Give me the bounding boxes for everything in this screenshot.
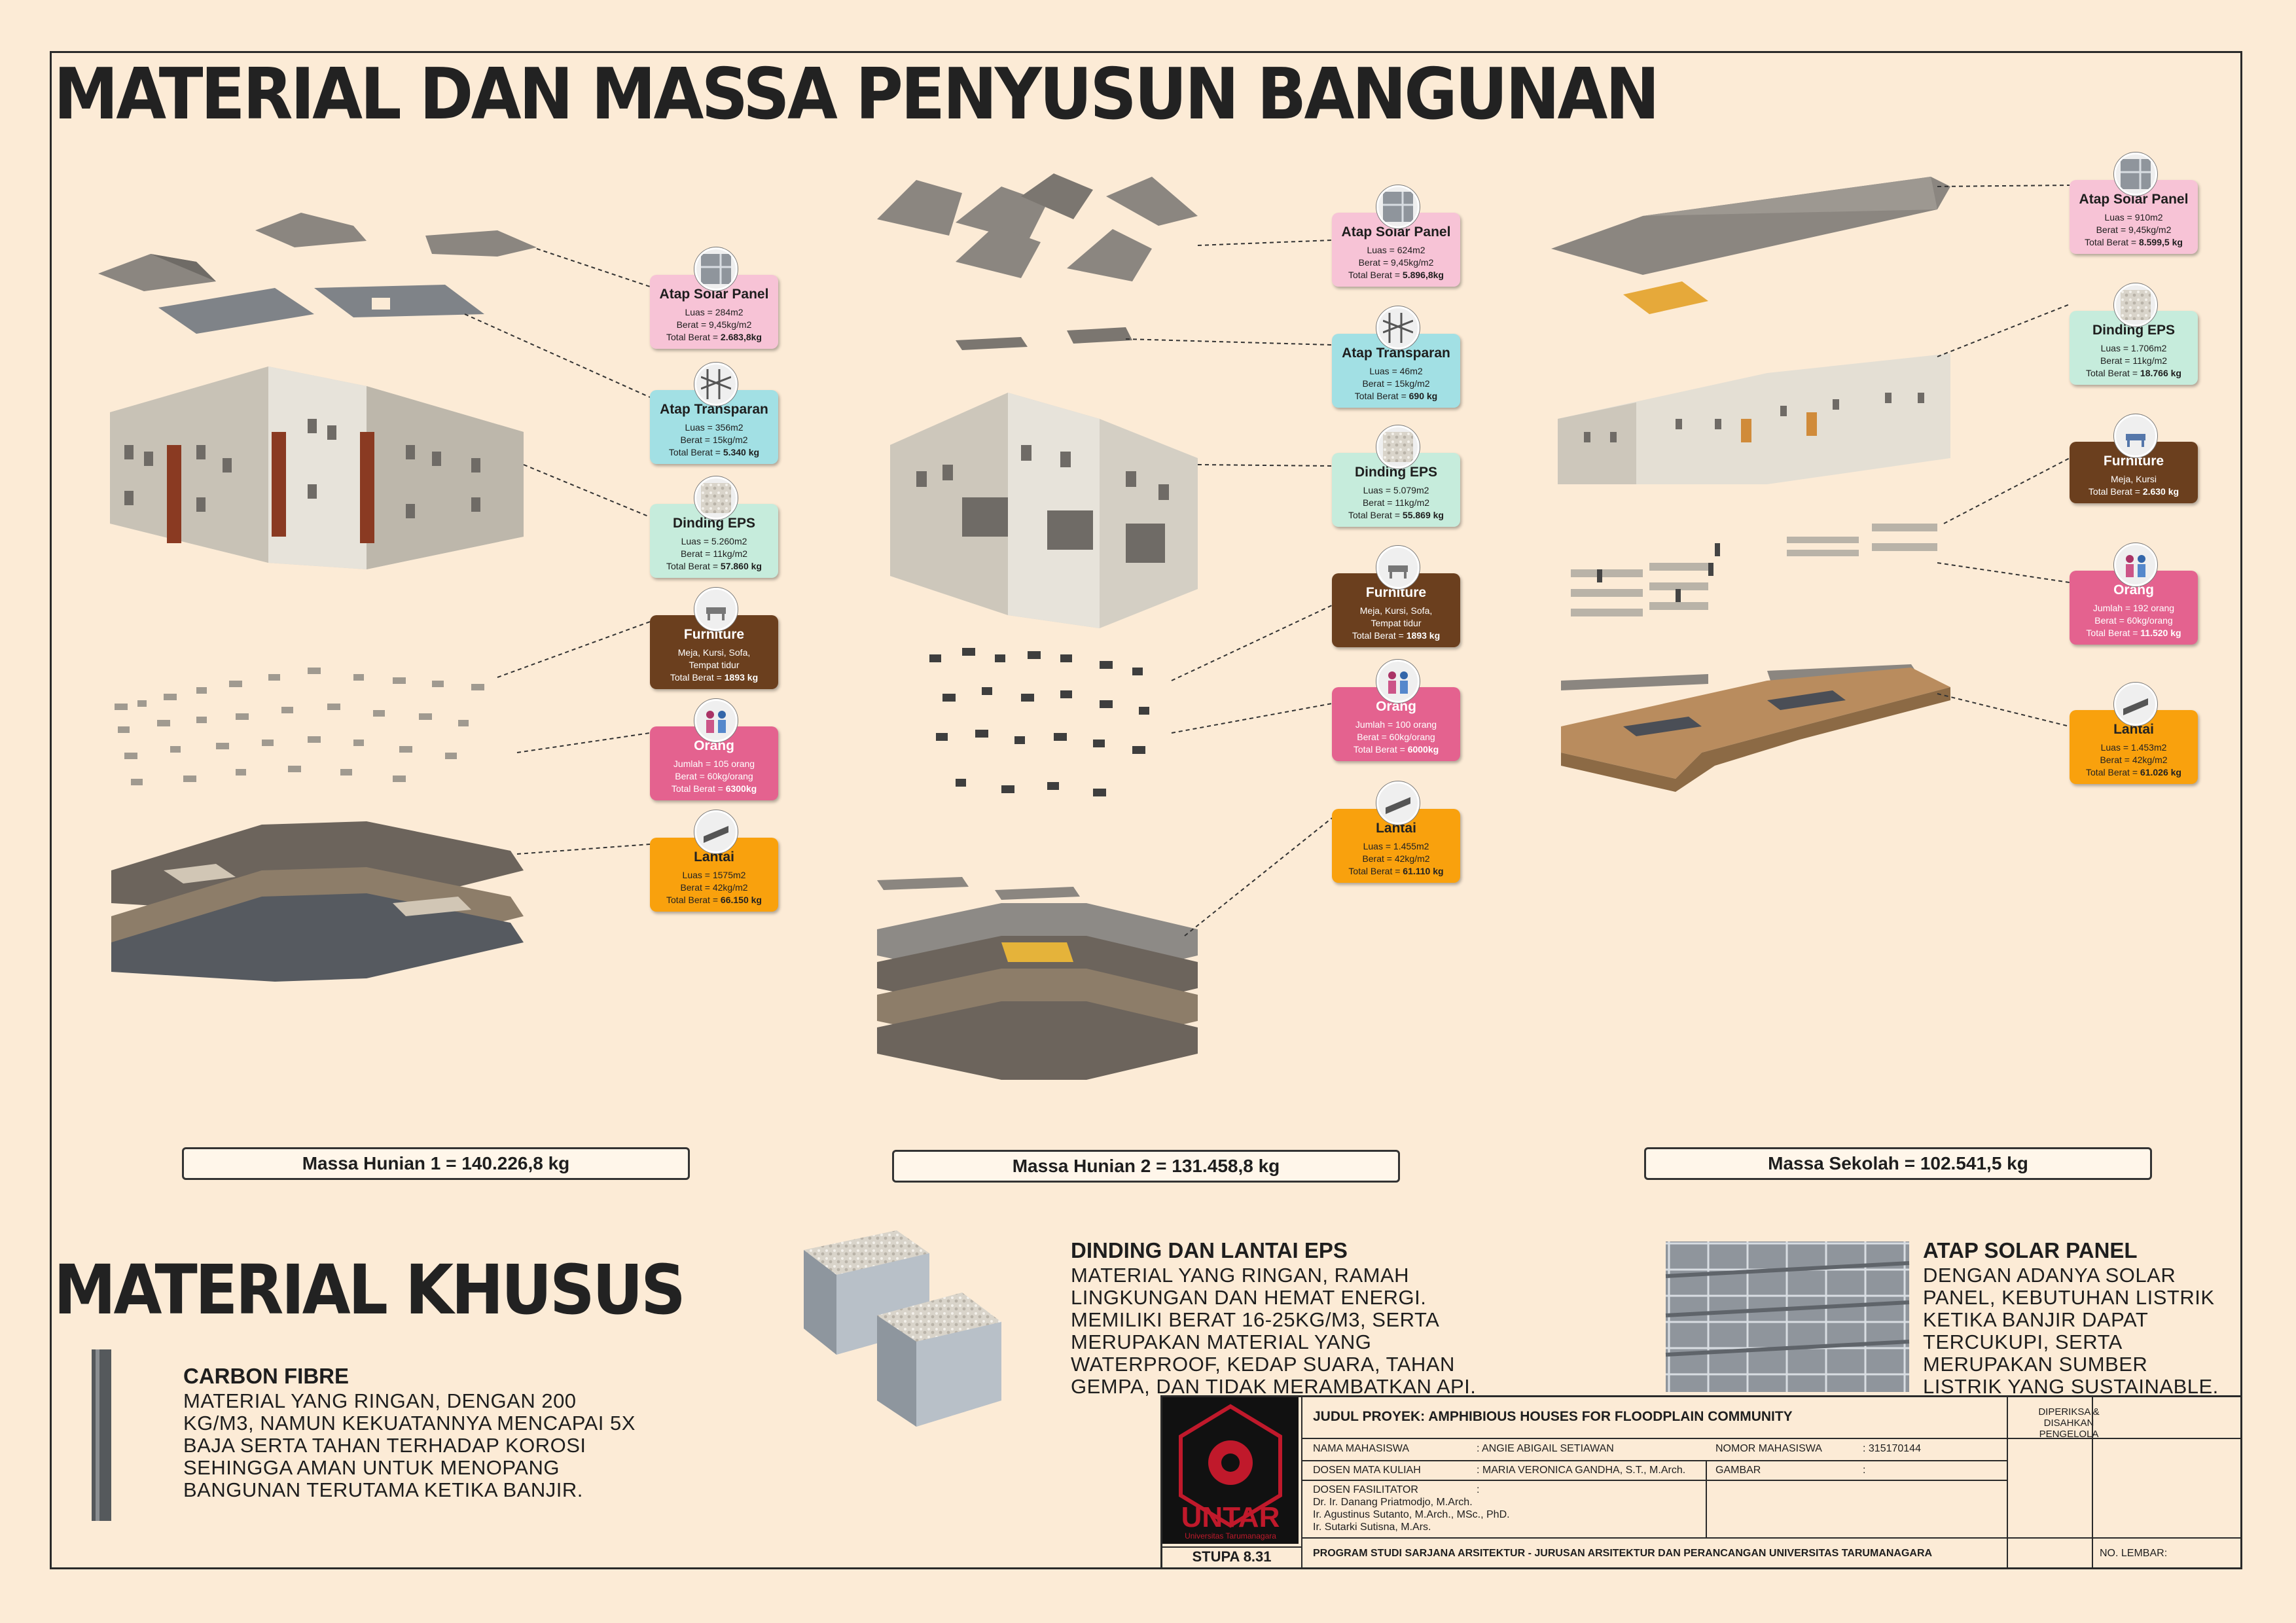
card-b1-floor: Lantai Luas = 1575m2 Berat = 42kg/m2 Tot… bbox=[650, 810, 778, 912]
building-1-roofs bbox=[98, 213, 537, 334]
furniture-icon bbox=[2114, 414, 2157, 457]
title-block: UNTAR Universitas Tarumanagara STUPA 8.3… bbox=[1160, 1395, 2242, 1569]
building-2-floors bbox=[877, 877, 1198, 1080]
card-school-people: Orang Jumlah = 192 orang Berat = 60kg/or… bbox=[2070, 543, 2198, 645]
building-1-furniture bbox=[115, 668, 484, 785]
card-b2-floor: Lantai Luas = 1.455m2 Berat = 42kg/m2 To… bbox=[1332, 781, 1460, 883]
building-2-walls bbox=[890, 393, 1198, 628]
card-b1-solar-panel: Atap Solar Panel Luas = 284m2 Berat = 9,… bbox=[650, 247, 778, 349]
logo-subtext: Universitas Tarumanagara bbox=[1185, 1531, 1276, 1541]
card-b1-furniture: Furniture Meja, Kursi, Sofa, Tempat tidu… bbox=[650, 588, 778, 689]
student-number: : 315170144 bbox=[1863, 1443, 1921, 1454]
mass-hunian-2: Massa Hunian 2 = 131.458,8 kg bbox=[892, 1150, 1400, 1183]
carbon-fibre-rod bbox=[92, 1349, 111, 1521]
sheet-number-label: NO. LEMBAR: bbox=[2100, 1548, 2168, 1559]
lecturer: : MARIA VERONICA GANDHA, S.T., M.Arch. bbox=[1477, 1465, 1686, 1476]
leader-lines bbox=[464, 185, 2070, 936]
building-1-floors bbox=[111, 821, 524, 982]
lecturer-label: DOSEN MATA KULIAH bbox=[1313, 1465, 1421, 1476]
floor-icon bbox=[1376, 781, 1420, 825]
furniture-icon bbox=[694, 588, 738, 631]
card-b2-transparent-roof: Atap Transparan Luas = 46m2 Berat = 15kg… bbox=[1332, 306, 1460, 408]
card-b2-solar-panel: Atap Solar Panel Luas = 624m2 Berat = 9,… bbox=[1332, 185, 1460, 287]
student-name-label: NAMA MAHASISWA bbox=[1313, 1443, 1409, 1454]
building-2-furniture bbox=[929, 648, 1149, 796]
eps-text: DINDING DAN LANTAI EPS MATERIAL YANG RIN… bbox=[1071, 1238, 1477, 1398]
card-b1-eps-wall: Dinding EPS Luas = 5.260m2 Berat = 11kg/… bbox=[650, 476, 778, 578]
card-b2-people: Orang Jumlah = 100 orang Berat = 60kg/or… bbox=[1332, 660, 1460, 761]
card-b1-people: Orang Jumlah = 105 orang Berat = 60kg/or… bbox=[650, 699, 778, 800]
facilitator-colon: : bbox=[1477, 1484, 1480, 1495]
card-b2-eps-wall: Dinding EPS Luas = 5.079m2 Berat = 11kg/… bbox=[1332, 425, 1460, 527]
eps-blocks-image bbox=[804, 1230, 1001, 1427]
furniture-icon bbox=[1376, 546, 1420, 589]
student-number-label: NOMOR MAHASISWA bbox=[1715, 1443, 1822, 1454]
project-title: JUDUL PROYEK: AMPHIBIOUS HOUSES FOR FLOO… bbox=[1313, 1409, 1793, 1424]
solar-roof-image bbox=[1665, 1241, 1910, 1392]
eps-wall-icon bbox=[2114, 283, 2157, 327]
board-frame bbox=[50, 51, 2242, 1569]
card-school-floor: Lantai Luas = 1.453m2 Berat = 42kg/m2 To… bbox=[2070, 683, 2198, 784]
carbon-fibre-text: CARBON FIBRE MATERIAL YANG RINGAN, DENGA… bbox=[183, 1364, 636, 1501]
solar-panel-icon bbox=[694, 247, 738, 291]
solar-text: ATAP SOLAR PANEL DENGAN ADANYA SOLAR PAN… bbox=[1923, 1238, 2219, 1398]
eps-wall-icon bbox=[1376, 425, 1420, 469]
school-walls bbox=[1558, 353, 1950, 484]
people-icon bbox=[694, 699, 738, 742]
drawing-value: : bbox=[1863, 1465, 1866, 1476]
untar-logo: UNTAR Universitas Tarumanagara bbox=[1162, 1397, 1302, 1548]
eps-wall-icon bbox=[694, 476, 738, 520]
people-icon bbox=[2114, 543, 2157, 586]
building-1-walls bbox=[110, 366, 524, 569]
card-school-eps-wall: Dinding EPS Luas = 1.706m2 Berat = 11kg/… bbox=[2070, 283, 2198, 385]
card-b2-furniture: Furniture Meja, Kursi, Sofa, Tempat tidu… bbox=[1332, 546, 1460, 647]
card-school-furniture: Furniture Meja, Kursi Total Berat = 2.63… bbox=[2070, 414, 2198, 503]
mass-hunian-1: Massa Hunian 1 = 140.226,8 kg bbox=[182, 1147, 690, 1180]
building-2-roofs bbox=[877, 173, 1198, 350]
school-furniture bbox=[1571, 524, 1937, 616]
drawing-label: GAMBAR bbox=[1715, 1465, 1761, 1476]
student-name: : ANGIE ABIGAIL SETIAWAN bbox=[1477, 1443, 1614, 1454]
transparent-roof-icon bbox=[694, 363, 738, 406]
logo-text: UNTAR bbox=[1181, 1501, 1280, 1533]
card-b1-transparent-roof: Atap Transparan Luas = 356m2 Berat = 15k… bbox=[650, 363, 778, 464]
facilitator-1: Dr. Ir. Danang Priatmodjo, M.Arch. bbox=[1313, 1497, 1473, 1508]
school-roof bbox=[1551, 177, 1950, 314]
approval-label: DIPERIKSA & DISAHKAN PENGELOLA bbox=[2038, 1406, 2100, 1440]
facilitator-2: Ir. Agustinus Sutanto, M.Arch., MSc., Ph… bbox=[1313, 1509, 1510, 1520]
transparent-roof-icon bbox=[1376, 306, 1420, 349]
facilitator-3: Ir. Sutarki Sutisna, M.Ars. bbox=[1313, 1522, 1431, 1533]
floor-icon bbox=[2114, 683, 2157, 726]
stupa-code: STUPA 8.31 bbox=[1162, 1546, 1302, 1567]
people-icon bbox=[1376, 660, 1420, 703]
solar-panel-icon bbox=[1376, 185, 1420, 228]
page-title: MATERIAL DAN MASSA PENYUSUN BANGUNAN bbox=[54, 54, 1660, 135]
mass-sekolah: Massa Sekolah = 102.541,5 kg bbox=[1644, 1147, 2152, 1180]
school-floor bbox=[1561, 664, 1950, 792]
solar-panel-icon bbox=[2114, 152, 2157, 196]
floor-icon bbox=[694, 810, 738, 853]
card-school-solar-panel: Atap Solar Panel Luas = 910m2 Berat = 9,… bbox=[2070, 152, 2198, 254]
section-title: MATERIAL KHUSUS bbox=[54, 1250, 686, 1330]
facilitator-label: DOSEN FASILITATOR bbox=[1313, 1484, 1418, 1495]
program-line: PROGRAM STUDI SARJANA ARSITEKTUR - JURUS… bbox=[1313, 1548, 1933, 1559]
